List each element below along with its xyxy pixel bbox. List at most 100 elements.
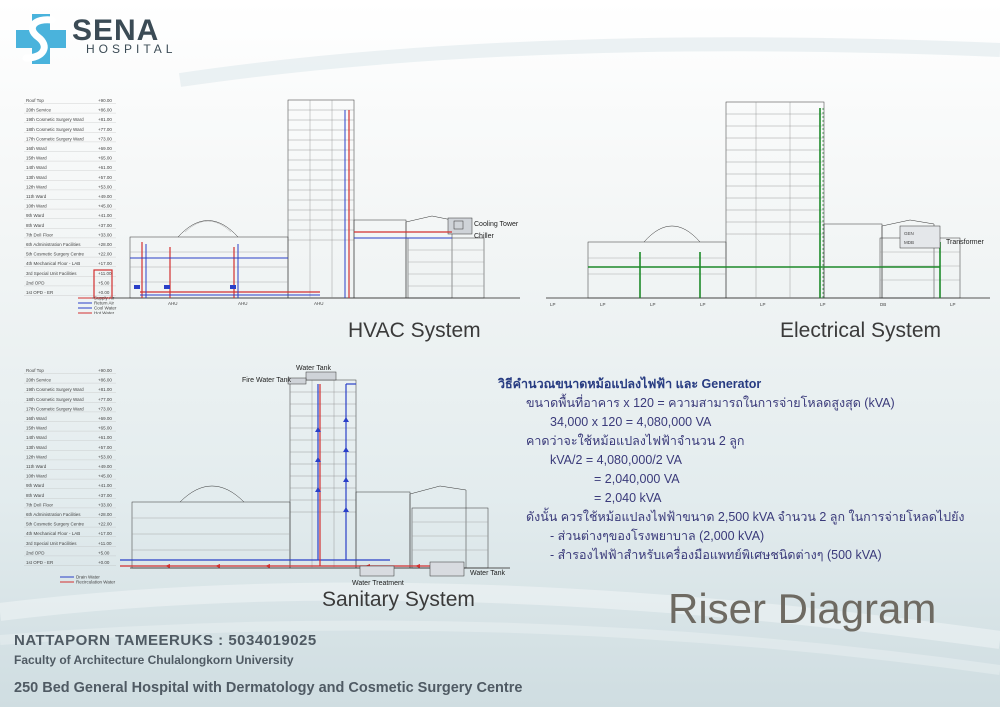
level-elevation: +45.00 [98, 204, 112, 209]
legend-label: Supply Air [94, 296, 115, 301]
level-name: Roof Top [26, 98, 44, 103]
legend-label: Recirculation Water [76, 580, 116, 585]
panel-label: DB [880, 302, 886, 307]
level-name: 3rd Special Unit Facilities [26, 271, 77, 276]
level-name: 2nd OPD [26, 550, 45, 555]
level-name: 13th Ward [26, 175, 47, 180]
level-elevation: +73.00 [98, 136, 112, 141]
level-name: 7th Dx/I Floor [26, 232, 54, 237]
panel-label: LP [950, 302, 956, 307]
legend-label: Drain Water [76, 575, 100, 580]
panel-label: LP [650, 302, 656, 307]
level-name: 17th Cosmetic Surgery Ward [26, 406, 84, 411]
calculation-line: = 2,040 kVA [594, 491, 662, 505]
level-elevation: +22.00 [98, 522, 112, 527]
level-name: 18th Cosmetic Surgery Ward [26, 127, 84, 132]
logo-name: SENA [72, 14, 160, 47]
level-name: 20th Service [26, 108, 52, 113]
level-name: 9th Ward [26, 213, 45, 218]
level-elevation: +65.00 [98, 156, 112, 161]
legend-label: Return Air [94, 301, 115, 306]
level-elevation: +0.00 [98, 560, 110, 565]
level-elevation: +53.00 [98, 184, 112, 189]
ahu-label: AHU [238, 301, 248, 306]
level-elevation: +77.00 [98, 127, 112, 132]
level-name: 5th Cosmetic Surgery Centre [26, 522, 85, 527]
level-name: 10th Ward [26, 474, 47, 479]
legend-label: Hot Water [94, 311, 115, 315]
level-name: 3rd Special Unit Facilities [26, 541, 77, 546]
calculation-line: ขนาดพื้นที่อาคาร x 120 = ความสามารถในการ… [526, 396, 895, 410]
water-treatment-label: Water Treatment [352, 580, 404, 587]
panel-label: LP [820, 302, 826, 307]
sena-logo-icon [16, 14, 66, 64]
level-name: 16th Ward [26, 146, 47, 151]
level-name: 12th Ward [26, 454, 47, 459]
level-elevation: +77.00 [98, 397, 112, 402]
level-name: 20th Service [26, 378, 52, 383]
level-elevation: +5.00 [98, 280, 110, 285]
level-name: 15th Ward [26, 156, 47, 161]
logo-subtitle: HOSPITAL [86, 42, 177, 56]
level-name: 12th Ward [26, 184, 47, 189]
level-elevation: +81.00 [98, 117, 112, 122]
level-elevation: +41.00 [98, 483, 112, 488]
calculation-line: = 2,040,000 VA [594, 472, 680, 486]
level-elevation: +90.00 [98, 368, 112, 373]
level-elevation: +11.00 [98, 541, 112, 546]
level-elevation: +69.00 [98, 416, 112, 421]
level-name: 8th Ward [26, 223, 45, 228]
level-name: 10th Ward [26, 204, 47, 209]
gen-room-label: GEN [904, 231, 914, 236]
electrical-title: Electrical System [780, 319, 942, 342]
level-name: 4th Mechanical Floor - LAB [26, 531, 80, 536]
level-elevation: +49.00 [98, 464, 112, 469]
level-name: 11th Ward [26, 194, 47, 199]
chiller-label: Chiller [474, 233, 495, 240]
level-name: 18th Cosmetic Surgery Ward [26, 397, 84, 402]
level-name: 2nd OPD [26, 280, 45, 285]
level-elevation: +0.00 [98, 290, 110, 295]
author-line: NATTAPORN TAMEERUKS : 5034019025 [14, 632, 317, 649]
mdb-room-label: MDB [904, 240, 914, 245]
level-elevation: +41.00 [98, 213, 112, 218]
level-name: 8th Ward [26, 493, 45, 498]
hvac-title: HVAC System [348, 319, 481, 342]
level-name: 7th Dx/I Floor [26, 502, 54, 507]
level-elevation: +61.00 [98, 165, 112, 170]
calculation-line: - ส่วนต่างๆของโรงพยาบาล (2,000 kVA) [550, 529, 765, 543]
level-elevation: +28.00 [98, 512, 112, 517]
level-elevation: +69.00 [98, 146, 112, 151]
faculty-line: Faculty of Architecture Chulalongkorn Un… [14, 653, 294, 667]
level-elevation: +57.00 [98, 445, 112, 450]
level-name: 6th Administration Facilities [26, 242, 81, 247]
fire-water-tank-label: Fire Water Tank [242, 377, 292, 384]
transformer-calculation: วิธีคำนวณขนาดหม้อแปลงไฟฟ้า และ Generator… [498, 375, 998, 565]
water-tank-top-label: Water Tank [296, 365, 332, 372]
cooling-tower-label: Cooling Tower [474, 221, 519, 228]
level-elevation: +65.00 [98, 426, 112, 431]
level-name: 14th Ward [26, 435, 47, 440]
level-elevation: +86.00 [98, 378, 112, 383]
poster-title: Riser Diagram [668, 585, 937, 632]
level-elevation: +61.00 [98, 435, 112, 440]
level-elevation: +73.00 [98, 406, 112, 411]
level-name: 13th Ward [26, 445, 47, 450]
level-elevation: +5.00 [98, 550, 110, 555]
level-name: 14th Ward [26, 165, 47, 170]
level-elevation: +33.00 [98, 502, 112, 507]
calculation-title: วิธีคำนวณขนาดหม้อแปลงไฟฟ้า และ Generator [498, 377, 762, 391]
level-elevation: +45.00 [98, 474, 112, 479]
level-elevation: +81.00 [98, 387, 112, 392]
level-name: 9th Ward [26, 483, 45, 488]
legend-label: Cool Water [94, 306, 117, 311]
level-elevation: +57.00 [98, 175, 112, 180]
calculation-line: 34,000 x 120 = 4,080,000 VA [550, 415, 712, 429]
level-elevation: +17.00 [98, 261, 112, 266]
